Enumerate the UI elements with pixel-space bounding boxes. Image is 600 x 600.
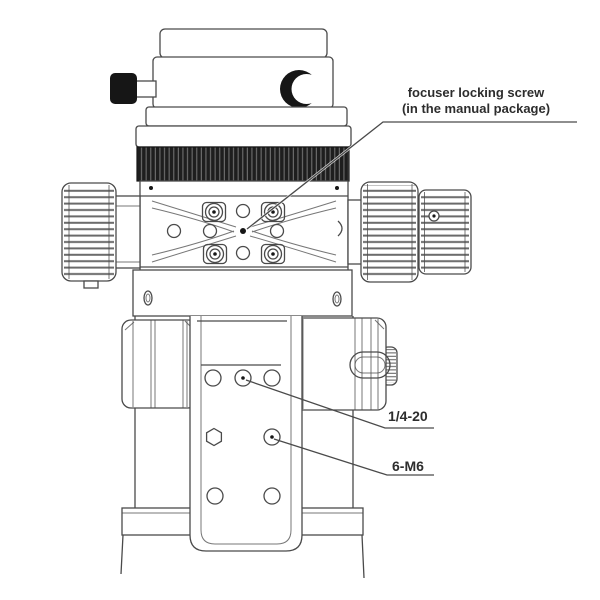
drawtube-screw-hole [280, 70, 322, 108]
plate-hole [263, 369, 281, 387]
drawtube-assembly [110, 28, 352, 148]
focuser-base-plate [132, 269, 353, 317]
label-focuser-locking-screw-line2: (in the manual package) [401, 101, 551, 117]
coarse-focus-knob [360, 181, 419, 283]
plate-hole-6m6 [263, 428, 281, 446]
plate-hole-hex [205, 427, 223, 447]
right-focus-knobs [347, 181, 472, 283]
plate-hole [206, 487, 224, 505]
carriage-screw [260, 243, 286, 265]
plate-hole-quarter20 [234, 369, 252, 387]
label-focuser-locking-screw-line1: focuser locking screw [407, 85, 545, 100]
knurled-ring [136, 146, 350, 182]
eyepiece-thumbscrew-knob [110, 73, 137, 104]
focuser-locking-screw-point [240, 228, 246, 234]
annotation-leaders [245, 120, 577, 476]
label-thread-6m6: 6-M6 [392, 458, 424, 474]
focuser-housing [139, 180, 349, 273]
base-plate-screw [332, 291, 342, 307]
thumbscrew-stem [135, 80, 157, 98]
label-focuser-locking-screw: focuser locking screw (in the manual pac… [392, 85, 560, 118]
fine-focus-knob [418, 189, 472, 275]
plate-hole [263, 487, 281, 505]
carriage-screw [202, 243, 228, 265]
plate-hole [204, 369, 222, 387]
label-thread-quarter20: 1/4-20 [388, 408, 428, 424]
fine-knob-screw [428, 210, 440, 222]
clamp-slot [349, 351, 391, 379]
mounting-plate [189, 316, 303, 552]
carriage-screw [201, 201, 227, 223]
left-focus-knob [61, 182, 141, 289]
base-plate-screw [143, 290, 153, 306]
tube-clamp-left [121, 319, 198, 409]
tube-clamp-right [286, 317, 398, 411]
